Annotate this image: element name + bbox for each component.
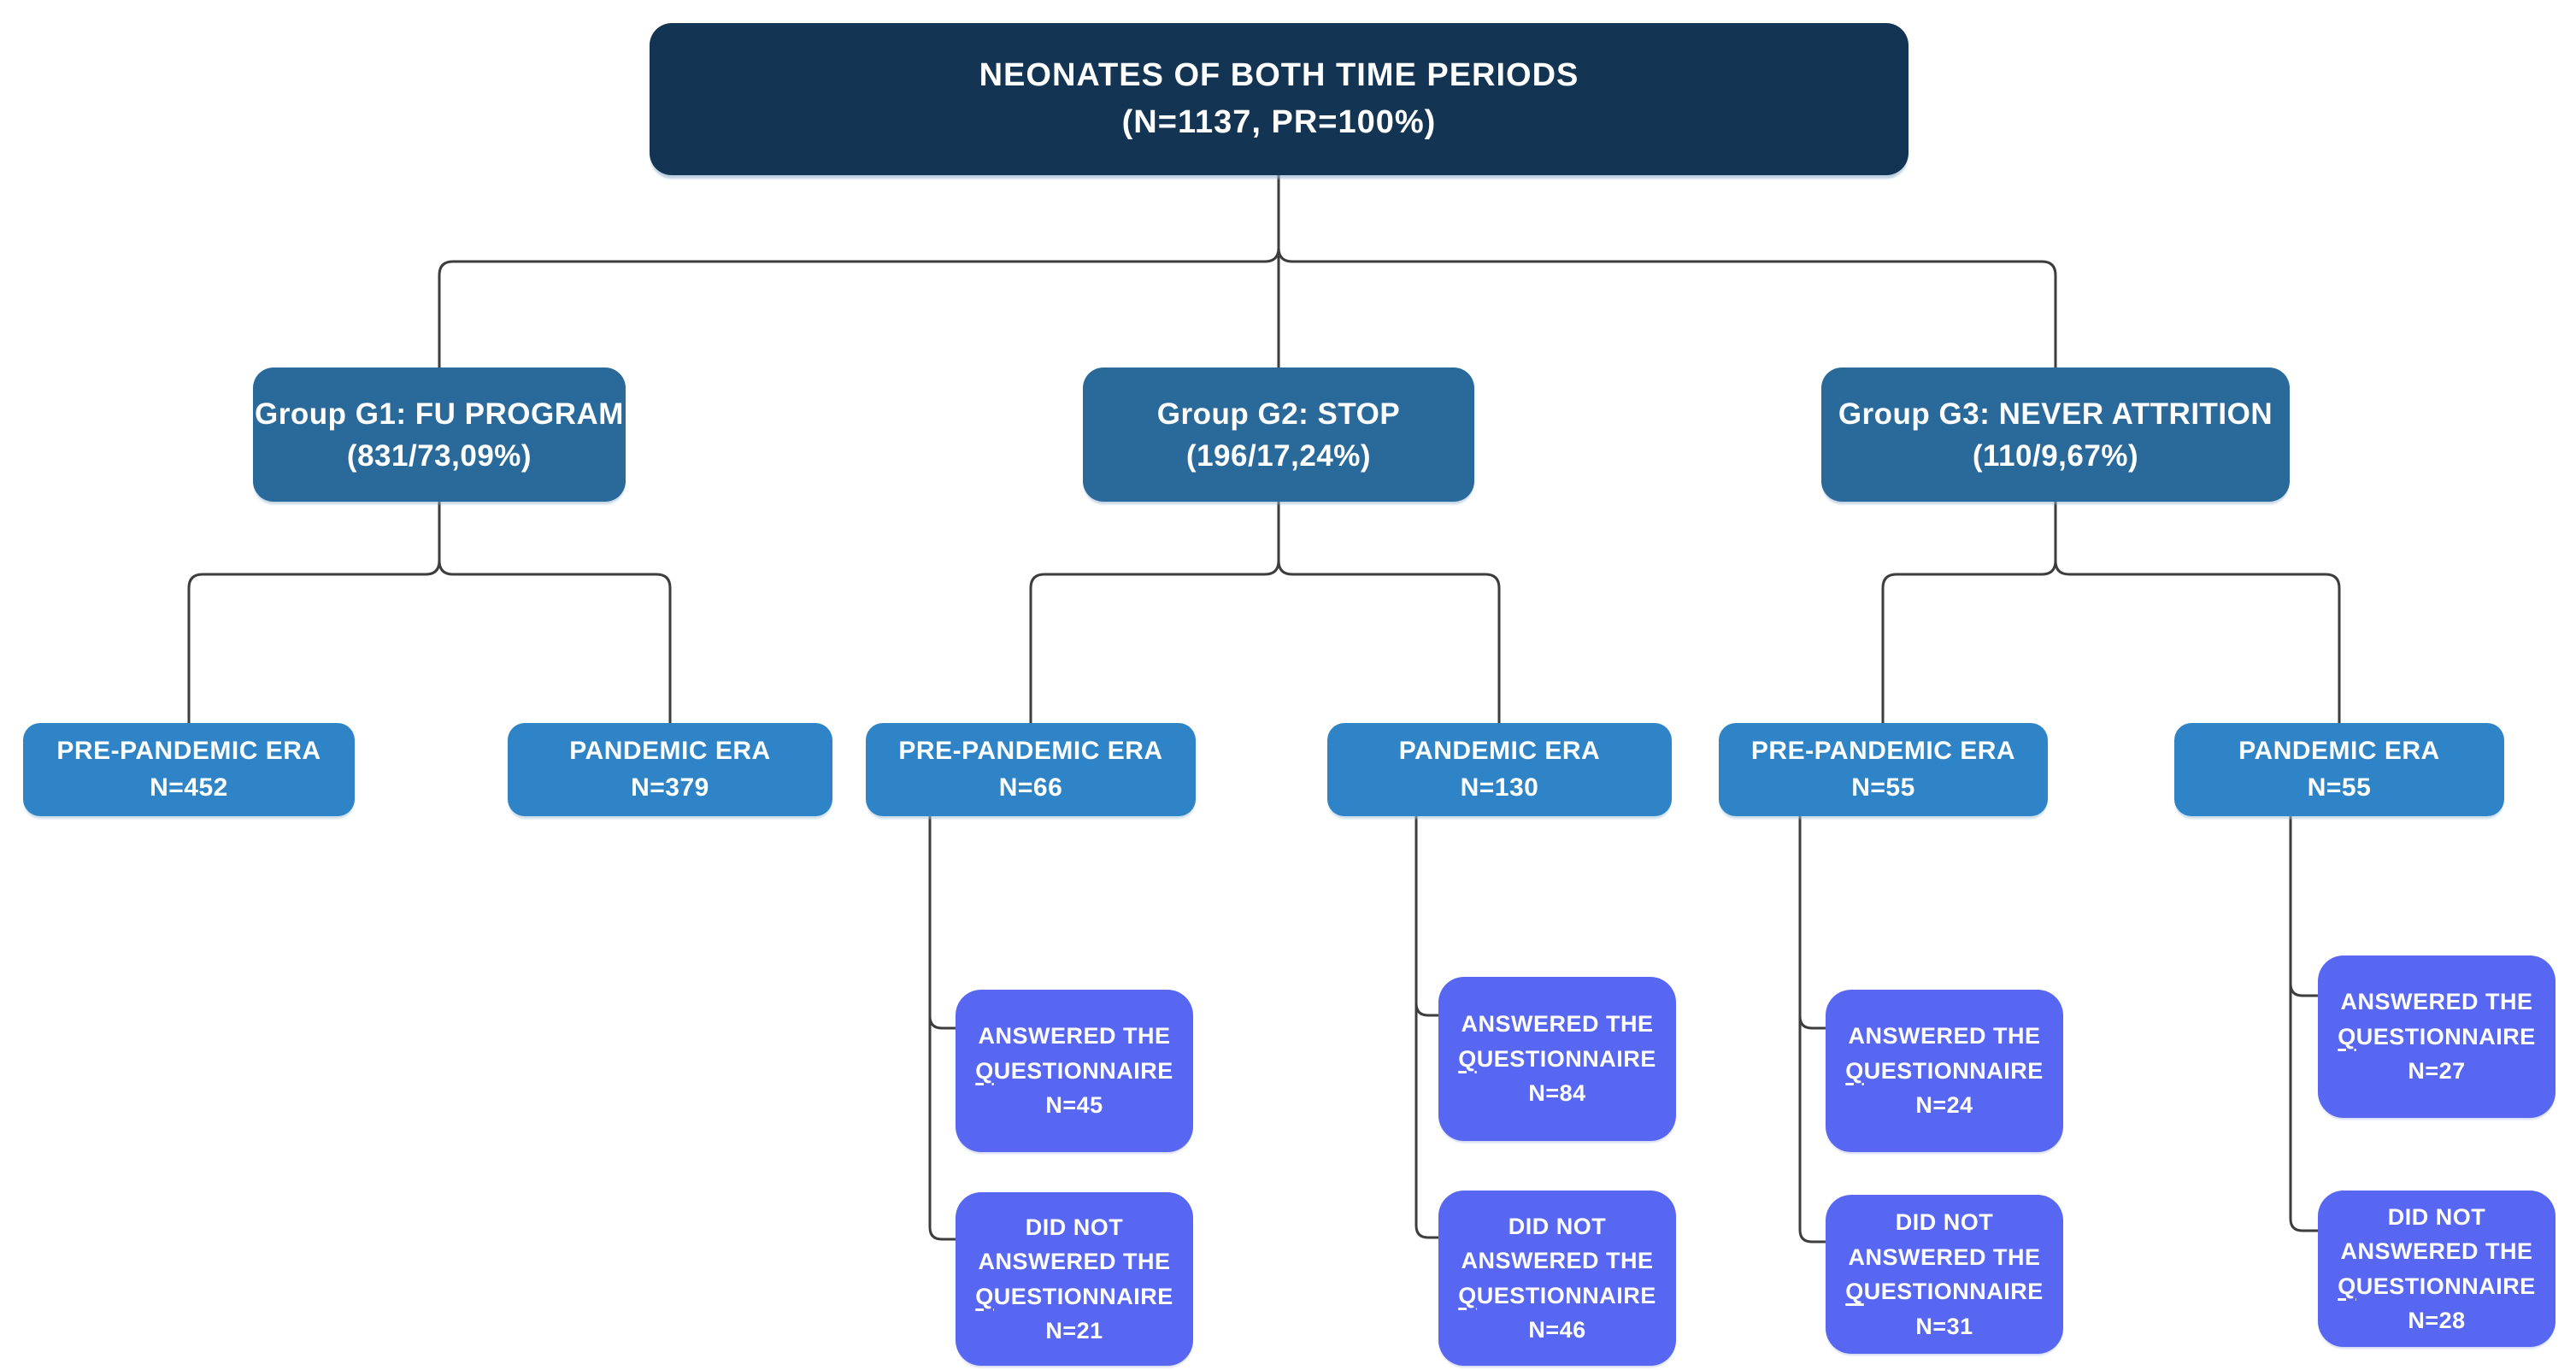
- q-underlined: Q: [2338, 1273, 2356, 1299]
- era-n: N=379: [631, 773, 709, 802]
- group-g1-title: Group G1: FU PROGRAM: [255, 397, 624, 431]
- q-rest: UESTIONNAIRE: [2355, 1273, 2536, 1299]
- answered-questionnaire-line: QUESTIONNAIRE: [1458, 1042, 1656, 1077]
- didnot-questionnaire-line: QUESTIONNAIRE: [1458, 1279, 1656, 1314]
- q-underlined: Q: [1458, 1282, 1477, 1308]
- connector-g2pan-to-answered: [1414, 1002, 1440, 1017]
- node-answered-g2-pandemic: ANSWERED THE QUESTIONNAIRE N=84: [1438, 977, 1676, 1141]
- connector-g2-to-prepandemic: [1029, 500, 1280, 725]
- connector-g3pre-to-didnot: [1798, 814, 1827, 1244]
- node-answered-g3-prepandemic: ANSWERED THE QUESTIONNAIRE N=24: [1826, 990, 2063, 1152]
- connector-g3pan-to-answered: [2289, 982, 2320, 997]
- era-n: N=452: [150, 773, 228, 802]
- connector-g1-to-prepandemic: [187, 500, 441, 725]
- answered-line: ANSWERED THE: [978, 1023, 1171, 1050]
- group-g2-subtitle: (196/17,24%): [1185, 438, 1372, 473]
- era-title: PANDEMIC ERA: [2238, 736, 2440, 765]
- didnot-n: N=46: [1528, 1317, 1586, 1343]
- didnot-n: N=31: [1915, 1313, 1973, 1339]
- answered-questionnaire-line: QUESTIONNAIRE: [2338, 1020, 2536, 1055]
- q-underlined: Q: [1458, 1045, 1477, 1072]
- node-era-g2-pandemic: PANDEMIC ERA N=130: [1327, 723, 1672, 816]
- node-didnot-g3-pandemic: DID NOT ANSWERED THE QUESTIONNAIRE N=28: [2318, 1191, 2555, 1347]
- q-rest: UESTIONNAIRE: [1476, 1045, 1656, 1072]
- era-n: N=130: [1460, 773, 1539, 802]
- connector-g2pan-to-didnot: [1414, 814, 1440, 1239]
- node-answered-g2-prepandemic: ANSWERED THE QUESTIONNAIRE N=45: [956, 990, 1193, 1152]
- answered-n: N=84: [1528, 1080, 1586, 1107]
- didnot-line2: ANSWERED THE: [978, 1249, 1171, 1274]
- answered-questionnaire-line: QUESTIONNAIRE: [1845, 1054, 2044, 1089]
- node-answered-g3-pandemic: ANSWERED THE QUESTIONNAIRE N=27: [2318, 955, 2555, 1118]
- connector-g1-to-pandemic: [438, 500, 672, 725]
- era-title: PANDEMIC ERA: [569, 736, 771, 765]
- answered-n: N=45: [1045, 1092, 1103, 1119]
- q-rest: UESTIONNAIRE: [993, 1057, 1173, 1084]
- answered-questionnaire-line: QUESTIONNAIRE: [975, 1054, 1173, 1089]
- didnot-questionnaire-line: QUESTIONNAIRE: [1845, 1274, 2044, 1309]
- connector-g3pre-to-answered: [1798, 1014, 1827, 1030]
- era-title: PRE-PANDEMIC ERA: [56, 736, 321, 765]
- node-didnot-g2-prepandemic: DID NOT ANSWERED THE QUESTIONNAIRE N=21: [956, 1192, 1193, 1366]
- answered-line: ANSWERED THE: [1848, 1023, 2041, 1050]
- didnot-line1: DID NOT: [1025, 1214, 1124, 1240]
- connector-root-to-g3: [1277, 173, 2057, 369]
- q-underlined: Q: [975, 1283, 994, 1309]
- connector-g2-to-pandemic: [1277, 500, 1501, 725]
- didnot-line2: ANSWERED THE: [1461, 1248, 1654, 1273]
- era-n: N=55: [2307, 773, 2372, 802]
- answered-n: N=27: [2408, 1058, 2466, 1085]
- q-rest: UESTIONNAIRE: [1476, 1282, 1656, 1308]
- connector-g2pre-to-answered: [928, 1014, 957, 1030]
- root-subtitle: (N=1137, PR=100%): [1121, 104, 1437, 140]
- didnot-questionnaire-line: QUESTIONNAIRE: [2338, 1269, 2536, 1304]
- q-underlined: Q: [1845, 1057, 1864, 1084]
- node-root: NEONATES OF BOTH TIME PERIODS (N=1137, P…: [650, 23, 1908, 175]
- node-group-g2: Group G2: STOP (196/17,24%): [1083, 367, 1474, 502]
- q-rest: UESTIONNAIRE: [993, 1283, 1173, 1309]
- node-era-g3-prepandemic: PRE-PANDEMIC ERA N=55: [1719, 723, 2048, 816]
- node-era-g1-prepandemic: PRE-PANDEMIC ERA N=452: [23, 723, 355, 816]
- connector-g3-to-prepandemic: [1881, 500, 2057, 725]
- group-g2-title: Group G2: STOP: [1156, 397, 1401, 431]
- didnot-line1: DID NOT: [2387, 1203, 2486, 1230]
- answered-line: ANSWERED THE: [1461, 1011, 1654, 1038]
- didnot-n: N=28: [2408, 1308, 2466, 1333]
- group-g3-title: Group G3: NEVER ATTRITION: [1838, 397, 2273, 431]
- q-underlined: Q: [2338, 1023, 2356, 1050]
- answered-line: ANSWERED THE: [2340, 989, 2533, 1015]
- q-rest: UESTIONNAIRE: [2355, 1023, 2536, 1050]
- didnot-n: N=21: [1045, 1318, 1103, 1344]
- connector-g2pre-to-didnot: [928, 814, 957, 1241]
- node-group-g3: Group G3: NEVER ATTRITION (110/9,67%): [1821, 367, 2290, 502]
- didnot-questionnaire-line: QUESTIONNAIRE: [975, 1279, 1173, 1314]
- connector-root-to-g1: [438, 173, 1280, 369]
- group-g1-subtitle: (831/73,09%): [346, 438, 532, 473]
- era-n: N=66: [998, 773, 1063, 802]
- q-rest: UESTIONNAIRE: [1863, 1057, 2044, 1084]
- node-era-g2-prepandemic: PRE-PANDEMIC ERA N=66: [866, 723, 1196, 816]
- didnot-line1: DID NOT: [1508, 1213, 1607, 1239]
- era-title: PRE-PANDEMIC ERA: [898, 736, 1163, 765]
- node-era-g3-pandemic: PANDEMIC ERA N=55: [2174, 723, 2504, 816]
- q-rest: UESTIONNAIRE: [1863, 1279, 2044, 1304]
- node-didnot-g2-pandemic: DID NOT ANSWERED THE QUESTIONNAIRE N=46: [1438, 1191, 1676, 1366]
- era-title: PANDEMIC ERA: [1398, 736, 1601, 765]
- didnot-line2: ANSWERED THE: [2340, 1238, 2533, 1264]
- didnot-line2: ANSWERED THE: [1848, 1244, 2041, 1270]
- era-title: PRE-PANDEMIC ERA: [1750, 736, 2016, 765]
- group-g3-subtitle: (110/9,67%): [1972, 438, 2139, 473]
- node-group-g1: Group G1: FU PROGRAM (831/73,09%): [253, 367, 626, 502]
- node-era-g1-pandemic: PANDEMIC ERA N=379: [508, 723, 832, 816]
- didnot-line1: DID NOT: [1895, 1209, 1994, 1235]
- era-n: N=55: [1851, 773, 1915, 802]
- root-title: NEONATES OF BOTH TIME PERIODS: [979, 56, 1579, 93]
- q-underlined: Q: [1845, 1279, 1864, 1304]
- answered-n: N=24: [1915, 1092, 1973, 1119]
- connector-g3pan-to-didnot: [2289, 814, 2320, 1232]
- connector-g3-to-pandemic: [2054, 500, 2341, 725]
- q-underlined: Q: [975, 1057, 994, 1084]
- node-didnot-g3-prepandemic: DID NOT ANSWERED THE QUESTIONNAIRE N=31: [1826, 1195, 2063, 1354]
